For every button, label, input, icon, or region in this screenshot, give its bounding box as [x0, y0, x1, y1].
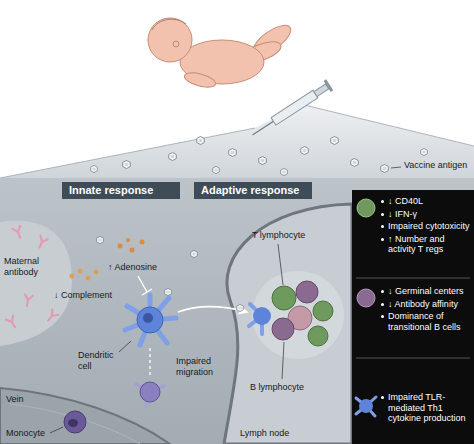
header-band: Adaptive response [194, 182, 312, 199]
finding-panel-ground [352, 190, 474, 444]
callout-label: Lymph node [240, 428, 289, 439]
header-band: Innate response [62, 182, 180, 199]
tissue-ground [0, 178, 474, 444]
adenosine [118, 238, 145, 253]
finding-text: ↑ Number and activity T regs [380, 234, 472, 255]
cell-cluster [249, 281, 333, 346]
callout-label: T lymphocyte [252, 230, 305, 241]
callout-label: Maternal antibody [4, 256, 48, 278]
infant [148, 18, 295, 90]
callout-label: Impaired migration [176, 356, 226, 378]
migration-path [149, 348, 150, 378]
finding-panel: ↓ Germinal centers ↓ Antibody affinityDom… [380, 286, 472, 334]
syringe [249, 79, 333, 140]
monocyte [64, 411, 86, 433]
callout-label: Monocyte [6, 428, 45, 439]
callout-label: B lymphocyte [250, 382, 304, 393]
injection-wedge [0, 104, 474, 178]
callout-label: ↑ Adenosine [108, 262, 157, 273]
dendritic-cell [125, 295, 176, 345]
finding-text: ↓ Antibody affinity [380, 299, 472, 310]
finding-panel: ↓ CD40L ↓ IFN-γImpaired cytotoxicity ↑ Num… [380, 196, 472, 257]
finding-text: Impaired TLR-mediated Th1 cytokine produ… [380, 392, 472, 424]
finding-text: ↓ CD40L [380, 196, 472, 207]
tissue-region [0, 221, 72, 346]
leader-lines [50, 167, 401, 433]
migrating-cell [136, 382, 164, 406]
callout-label: Vein [6, 394, 24, 405]
callout-label: Vaccine antigen [404, 160, 467, 171]
complement [70, 269, 99, 281]
finding-text: ↓ IFN-γ [380, 209, 472, 220]
callout-label: Dendritic cell [78, 350, 122, 372]
header-text: Innate response [69, 182, 153, 199]
finding-text: Dominance of transitional B cells [380, 311, 472, 332]
finding-panel: Impaired TLR-mediated Th1 cytokine produ… [380, 392, 472, 426]
finding-text: Impaired cytotoxicity [380, 221, 472, 232]
maternal-antibodies [6, 226, 58, 329]
callout-label: ↓ Complement [54, 290, 112, 301]
header-text: Adaptive response [201, 182, 299, 199]
inhibition-line [138, 276, 152, 295]
lymph-node [224, 204, 352, 444]
finding-text: ↓ Germinal centers [380, 286, 472, 297]
